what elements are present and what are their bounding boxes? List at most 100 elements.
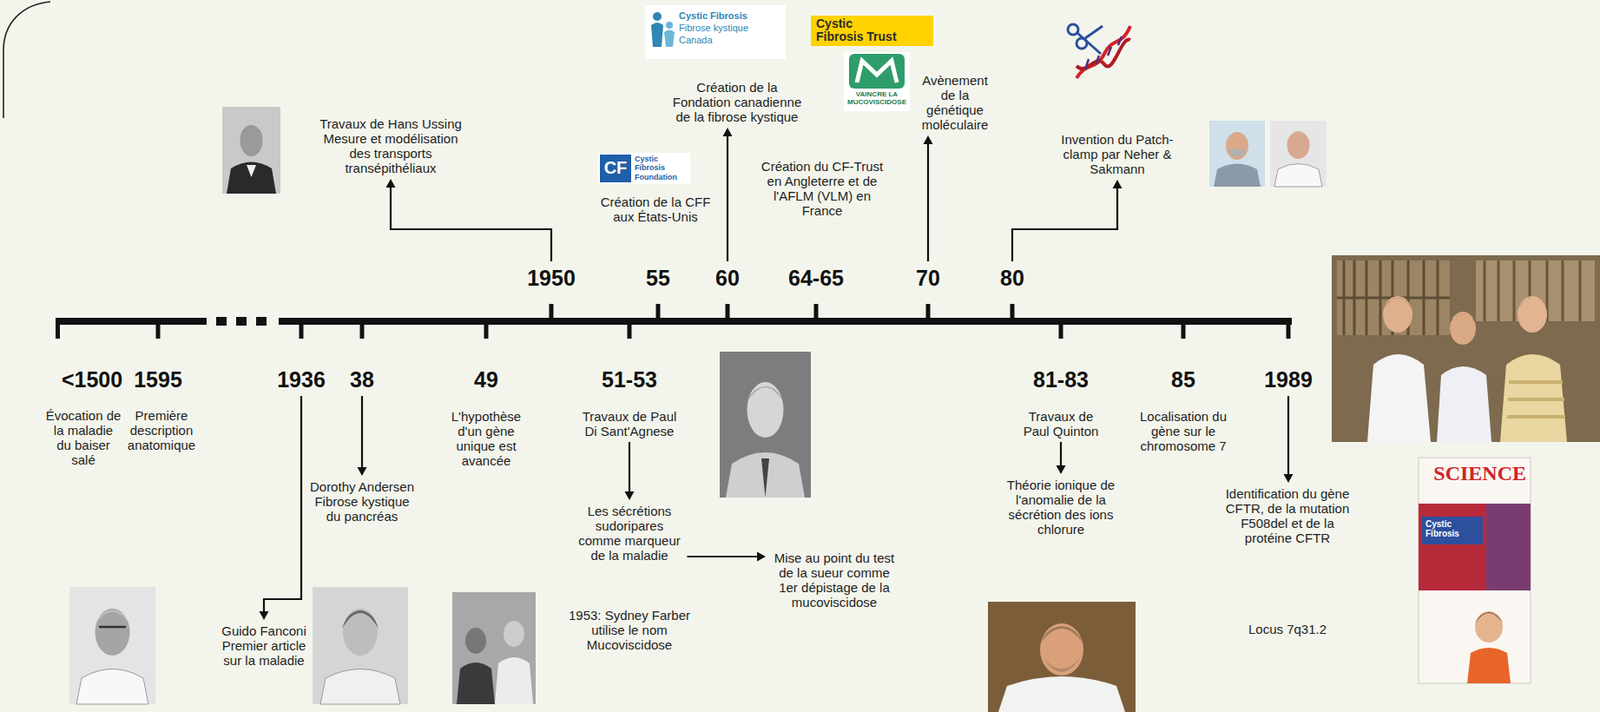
timeline-bar <box>55 317 207 325</box>
event-block: Invention du Patch-clamp par Neher & Sak… <box>1054 131 1180 177</box>
year-marker: 51-53 <box>601 366 658 393</box>
arrowhead <box>1056 465 1067 475</box>
year-label: 1595 <box>133 366 183 393</box>
year-marker: 1936 <box>276 366 326 393</box>
tick <box>549 303 554 320</box>
timeline-break <box>236 316 247 326</box>
team-photo <box>1436 366 1492 442</box>
event-text: Création de la Fondation canadienne de l… <box>668 79 806 125</box>
year-marker: 1595 <box>133 366 183 393</box>
event-text: Identification du gène CFTR, de la mutat… <box>1218 486 1357 546</box>
timeline-break <box>216 316 227 326</box>
team-photo <box>1500 354 1568 442</box>
year-marker: 80 <box>1000 264 1025 291</box>
portrait-photo <box>312 586 409 705</box>
portrait-photo <box>747 386 784 402</box>
timeline-bar <box>278 317 1292 325</box>
arrow-connector <box>1287 395 1290 475</box>
event-text: Théorie ionique de l'anomalie de la sécr… <box>1007 477 1116 537</box>
event-text: Avènement de la génétique moléculaire <box>913 72 997 132</box>
arrow-connector <box>361 395 363 468</box>
arrowhead <box>259 611 270 620</box>
portrait-photo <box>69 586 156 705</box>
year-label: 1989 <box>1264 366 1313 393</box>
dna-icon <box>1085 36 1122 70</box>
team-photo <box>1517 296 1548 333</box>
portrait-photo <box>725 452 805 498</box>
journal-cover <box>1422 516 1483 545</box>
portrait-photo <box>76 669 149 705</box>
portrait-photo <box>98 625 126 629</box>
portrait-photo <box>239 126 264 136</box>
logo-figure <box>652 12 662 21</box>
team-photo <box>1336 260 1450 336</box>
portrait-photo <box>719 351 811 498</box>
event-text: Guido Fanconi <box>219 623 309 639</box>
portrait-photo <box>320 669 401 705</box>
event-text: Les sécrétions sudoripares comme marqueu… <box>575 503 685 563</box>
event-text: L'hypothèse d'un gène unique est avancée <box>447 408 525 468</box>
tick <box>156 322 161 339</box>
journal-cover <box>1467 647 1511 684</box>
portrait-photo <box>1274 164 1323 188</box>
event-text: Travaux de Paul Di Sant'Agnese <box>579 408 680 439</box>
arrowhead <box>923 135 934 145</box>
year-label: 64-65 <box>788 264 844 291</box>
event-text: Création de la CFF aux États-Unis <box>599 194 712 224</box>
team-photo <box>1449 313 1476 323</box>
year-label: 60 <box>715 264 740 291</box>
dna-icon <box>1076 26 1131 79</box>
year-marker: 60 <box>715 264 740 291</box>
team-photo <box>1449 311 1476 345</box>
year-marker: 49 <box>474 366 499 393</box>
logo-text: Canada <box>678 34 784 47</box>
logo-text: CF <box>599 158 632 178</box>
portrait-photo <box>747 381 784 438</box>
journal-cover <box>1418 503 1531 591</box>
arrowhead <box>1283 474 1294 483</box>
event-text: Mesure et modélisation des transports tr… <box>315 131 468 176</box>
year-marker: 1950 <box>526 264 576 291</box>
logo-figure <box>651 22 664 47</box>
tick <box>55 321 60 339</box>
tick <box>1181 322 1186 339</box>
tick <box>814 303 819 320</box>
note-text: 1953: Sydney Farber utilise le nom Mucov… <box>564 607 695 652</box>
year-label: 1950 <box>526 264 576 291</box>
logo-ground <box>810 15 934 47</box>
arrow-connector <box>263 395 302 612</box>
logo-text: Fibrosis Trust <box>816 29 929 44</box>
note-text: Locus 7q31.2 <box>1222 621 1353 637</box>
year-label: 49 <box>474 366 499 393</box>
tick <box>926 303 931 320</box>
event-block: Localisation du gène sur le chromosome 7 <box>1132 408 1235 454</box>
year-marker: 70 <box>915 264 941 291</box>
tick <box>725 303 731 320</box>
logo-ground <box>645 5 786 60</box>
arrow-connector <box>628 441 631 492</box>
event-block: L'hypothèse d'un gène unique est avancée <box>447 408 525 468</box>
year-label: <1500 <box>61 366 123 393</box>
logo-ground <box>598 152 691 185</box>
logo-text: Cystic Fibrosis Foundation <box>634 154 689 182</box>
archive-photo <box>452 592 536 705</box>
year-label: 85 <box>1171 366 1196 393</box>
timeline-break <box>256 316 267 326</box>
event-text: Mise au point du test de la sueur comme … <box>769 550 900 610</box>
journal-text: Cystic Fibrosis <box>1425 519 1482 539</box>
event-block: Évocation de la maladie du baiser salé <box>45 408 122 468</box>
tick <box>360 322 365 339</box>
event-block: Avènement de la génétique moléculaire <box>913 72 997 132</box>
team-photo <box>1336 260 1450 336</box>
event-block: Théorie ionique de l'anomalie de la sécr… <box>1007 477 1116 537</box>
event-block: Dorothy AndersenFibrose kystique du panc… <box>309 479 415 524</box>
event-text: Travaux de Hans Ussing <box>315 116 468 132</box>
arrowhead <box>723 127 733 137</box>
portrait-photo <box>240 125 264 157</box>
tick <box>656 303 661 320</box>
event-block: Travaux de Hans UssingMesure et modélisa… <box>315 116 468 176</box>
portrait-photo <box>95 610 130 624</box>
logo-mark <box>599 154 632 183</box>
logo-mark <box>849 53 905 89</box>
arrow-connector <box>927 144 929 262</box>
